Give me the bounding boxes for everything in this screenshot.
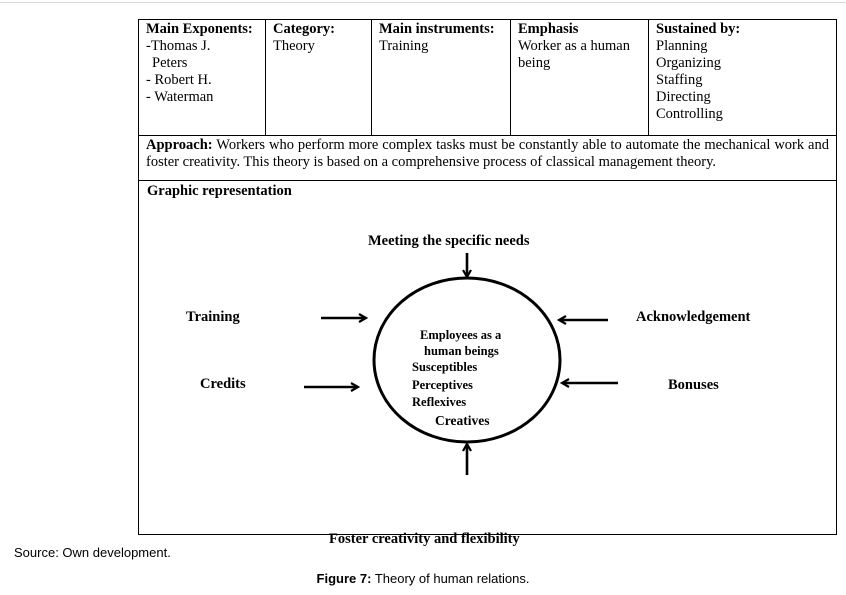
exponent-item: - Waterman	[146, 89, 214, 105]
instruments-cell: Main instruments: Training	[371, 20, 510, 135]
emphasis-header: Emphasis	[518, 21, 579, 37]
center-item: Perceptives	[412, 378, 473, 392]
exponent-item: - Robert H.	[146, 72, 212, 88]
center-item-creatives: Creatives	[435, 413, 490, 428]
center-item: Susceptibles	[412, 360, 478, 374]
exponent-item: Peters	[152, 55, 188, 71]
left-label-training: Training	[186, 309, 240, 325]
instruments-header: Main instruments:	[379, 21, 495, 37]
sustained-item: Planning	[656, 38, 708, 54]
category-cell: Category: Theory	[265, 20, 371, 135]
sustained-list: Planning Organizing Staffing Directing C…	[656, 38, 829, 123]
approach-label: Approach:	[146, 137, 213, 153]
human-relations-diagram	[304, 253, 618, 475]
figure-caption: Figure 7: Theory of human relations.	[0, 571, 846, 586]
graphic-title: Graphic representation	[147, 183, 292, 199]
caption-label: Figure 7:	[316, 571, 372, 586]
exponent-item: -Thomas J.	[146, 38, 211, 54]
top-divider	[0, 2, 846, 3]
approach-text: Workers who perform more complex tasks m…	[146, 137, 829, 170]
sustained-cell: Sustained by: Planning Organizing Staffi…	[648, 20, 836, 135]
sustained-item: Controlling	[656, 106, 723, 122]
center-item: Reflexives	[412, 395, 467, 409]
sustained-item: Staffing	[656, 72, 703, 88]
exponents-list: -Thomas J. Peters - Robert H. - Waterman	[146, 38, 258, 106]
instruments-value: Training	[379, 38, 429, 54]
exponents-cell: Main Exponents: -Thomas J. Peters - Robe…	[139, 20, 265, 135]
emphasis-cell: Emphasis Worker as a human being	[510, 20, 648, 135]
source-note: Source: Own development.	[14, 545, 171, 560]
table-header-row: Main Exponents: -Thomas J. Peters - Robe…	[139, 20, 836, 136]
right-label-acknowledgement: Acknowledgement	[636, 309, 751, 325]
top-label: Meeting the specific needs	[368, 233, 530, 249]
emphasis-value: Worker as a human being	[518, 38, 630, 71]
right-label-bonuses: Bonuses	[668, 377, 719, 393]
center-title-line1: Employees as a	[420, 328, 502, 342]
sustained-item: Directing	[656, 89, 711, 105]
caption-text: Theory of human relations.	[371, 571, 530, 586]
exponents-header: Main Exponents:	[146, 21, 253, 37]
theory-table: Main Exponents: -Thomas J. Peters - Robe…	[138, 19, 837, 547]
sustained-item: Organizing	[656, 55, 721, 71]
category-header: Category:	[273, 21, 336, 37]
left-label-credits: Credits	[200, 376, 246, 392]
bottom-label: Foster creativity and flexibility	[329, 531, 520, 547]
center-title-line2: human beings	[424, 344, 499, 358]
graphic-section: Graphic representation Meeting the speci…	[139, 181, 836, 547]
category-value: Theory	[273, 38, 315, 54]
approach-row: Approach: Workers who perform more compl…	[139, 135, 836, 181]
sustained-header: Sustained by:	[656, 21, 741, 37]
